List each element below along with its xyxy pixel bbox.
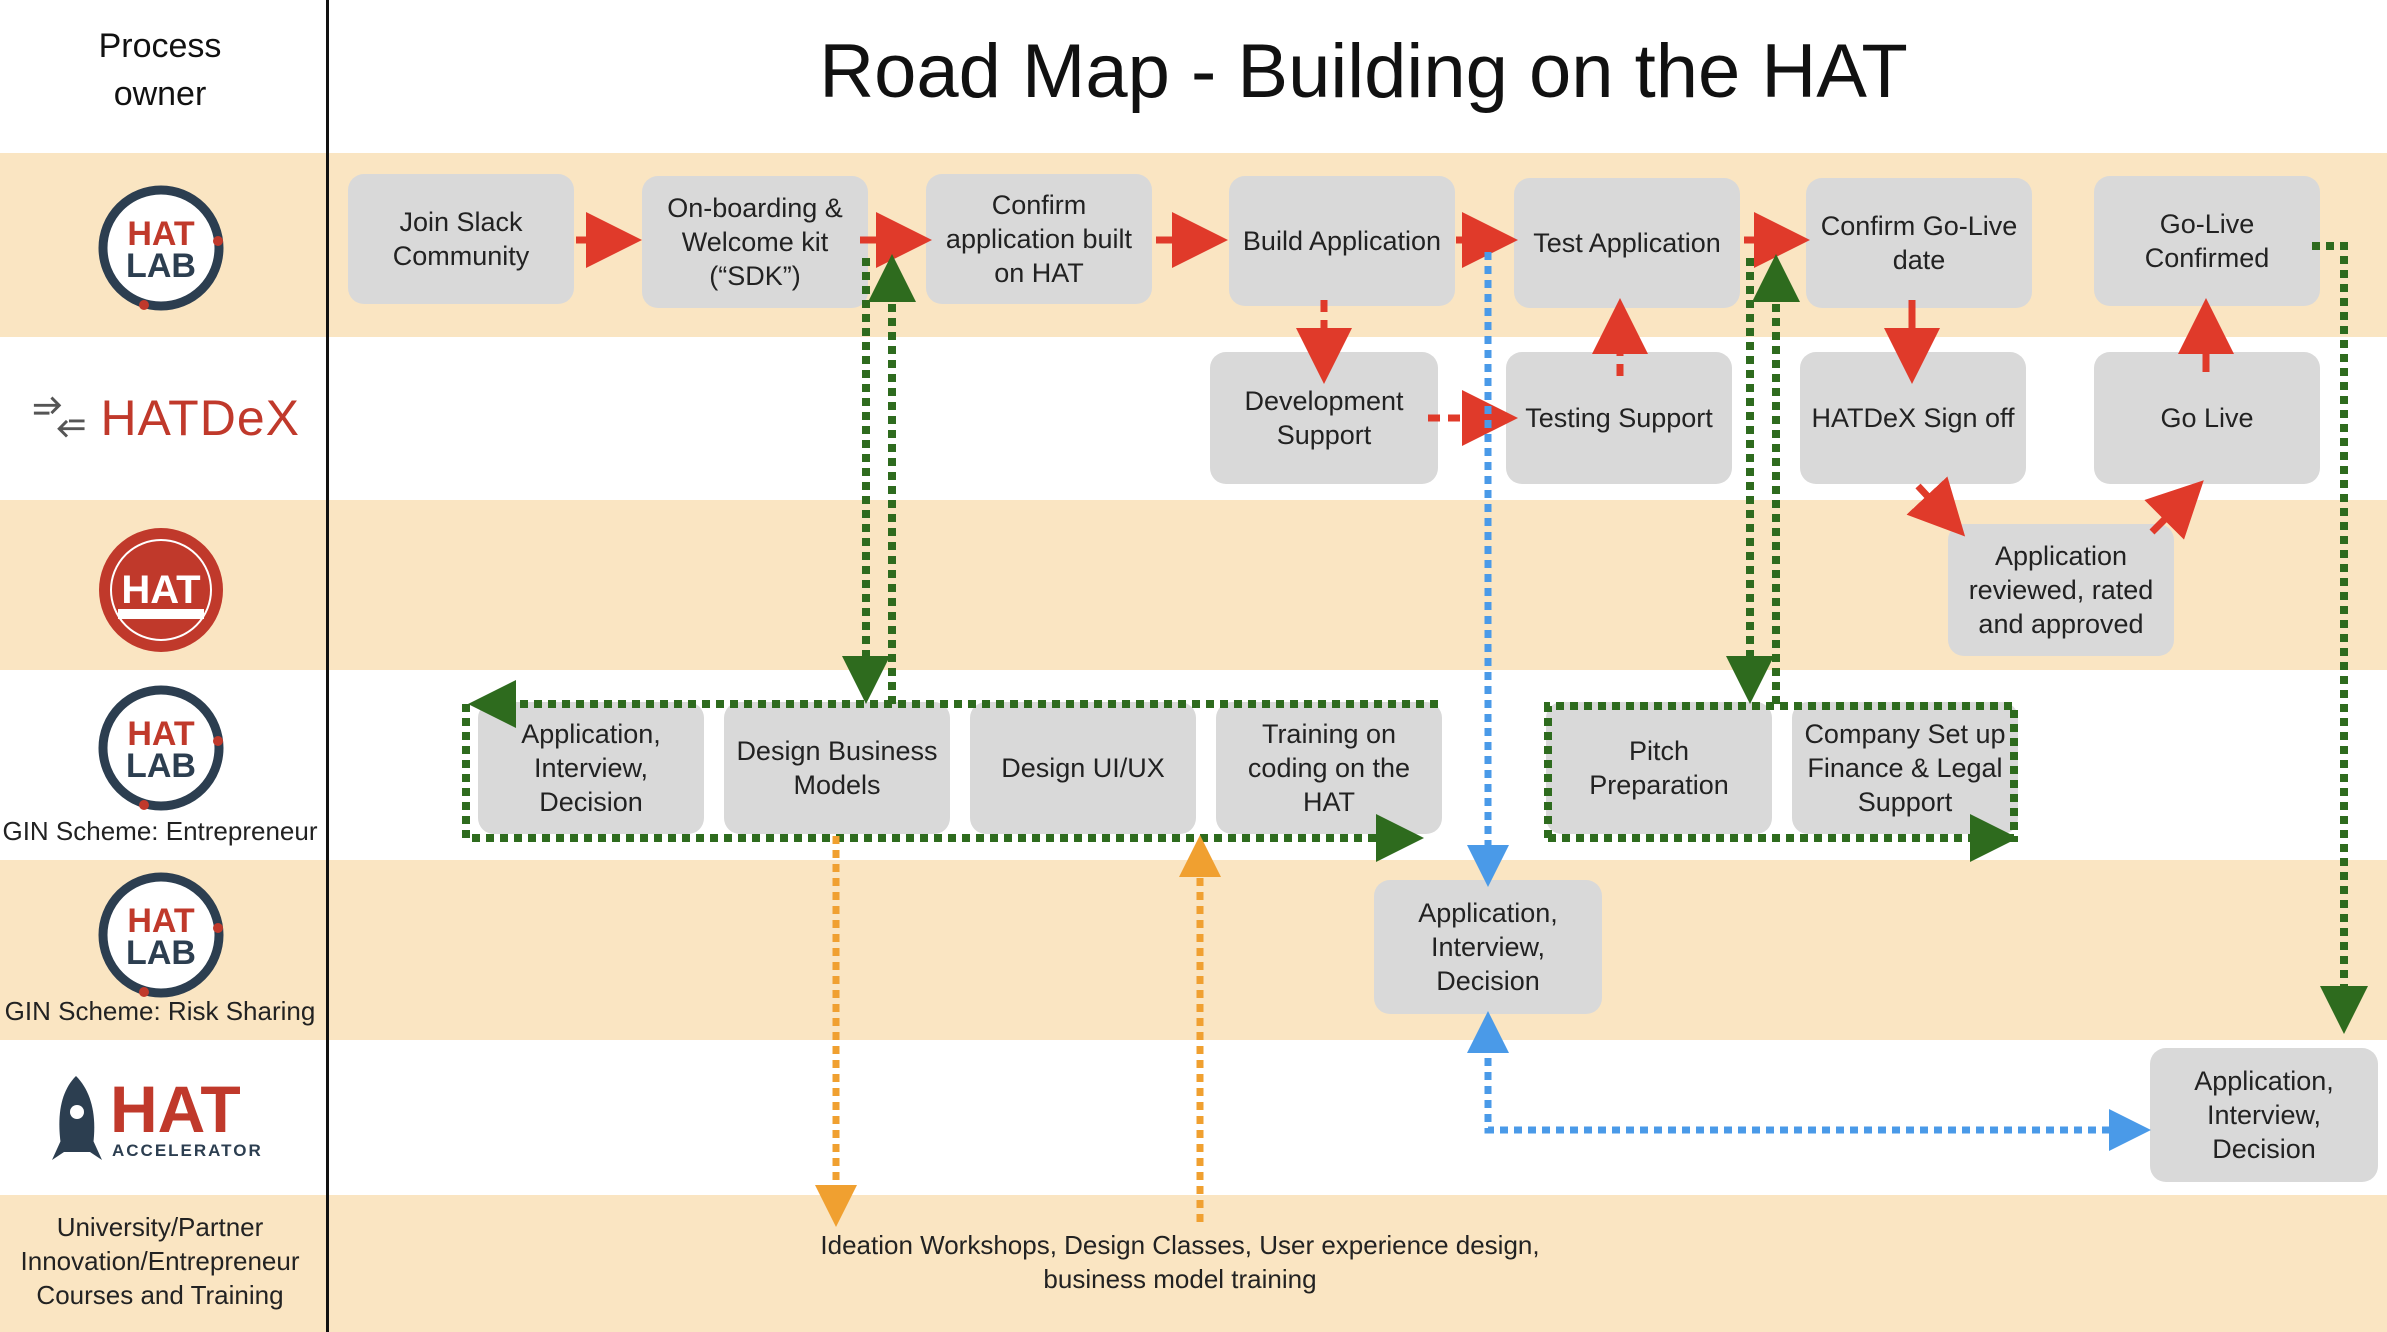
svg-text:HAT: HAT (127, 215, 195, 253)
exchange-icon (33, 396, 85, 438)
process-owner-header: Process owner (98, 27, 222, 113)
arrow-loop-bottom (462, 704, 1424, 862)
confirm-application-box: Confirm application built on HAT (926, 174, 1152, 304)
training-note: Ideation Workshops, Design Classes, User… (820, 1230, 1540, 1294)
pitch-preparation-box: Pitch Preparation (1546, 702, 1772, 834)
hat-accelerator-logo: HAT ACCELERATOR (48, 1068, 278, 1173)
hatdex-wordmark: HATDeX (100, 390, 300, 446)
build-application-box: Build Application (1229, 176, 1455, 306)
svg-text:LAB: LAB (126, 247, 196, 285)
university-label: University/Partner Innovation/Entreprene… (20, 1212, 300, 1310)
join-slack-box: Join Slack Community (348, 174, 574, 304)
svg-text:HAT: HAT (127, 902, 195, 940)
test-application-box: Test Application (1514, 178, 1740, 308)
svg-text:HAT: HAT (127, 715, 195, 753)
row-band-university (0, 1195, 2387, 1332)
onboarding-box: On-boarding & Welcome kit (“SDK”) (642, 176, 868, 308)
design-business-box: Design Business Models (724, 702, 950, 834)
arrow-risk-to-accelerator (1484, 1030, 2151, 1151)
gin-risk-logo: HAT LAB (96, 870, 226, 1005)
svg-text:HAT: HAT (110, 1072, 241, 1146)
hatlab-logo: HAT LAB (96, 183, 226, 318)
application-reviewed-box: Application reviewed, rated and approved (1948, 524, 2174, 656)
arrow-signoff-reviewed (1906, 476, 1966, 537)
page-title: Road Map - Building on the HAT (819, 29, 1908, 114)
owner-divider (326, 0, 329, 1332)
arrow-reviewed-golive (2144, 480, 2204, 540)
arrow-golive-to-accelerator (2312, 242, 2368, 1034)
gin-risk-label: GIN Scheme: Risk Sharing (4, 996, 316, 1026)
community-foundation-logo: HAT (96, 525, 226, 660)
go-live-box: Go Live (2094, 352, 2320, 484)
gin-entrepreneur-logo: HAT LAB (96, 683, 226, 818)
hatdex-logo: HATDeX (30, 388, 300, 448)
svg-text:ACCELERATOR: ACCELERATOR (112, 1141, 263, 1160)
company-setup-box: Company Set up Finance & Legal Support (1792, 702, 2018, 834)
design-ui-box: Design UI/UX (970, 702, 1196, 834)
training-coding-box: Training on coding on the HAT (1216, 702, 1442, 834)
risk-application-box: Application, Interview, Decision (1374, 880, 1602, 1014)
svg-text:LAB: LAB (126, 934, 196, 972)
arrow-pitch-loop (1544, 702, 2018, 842)
confirm-golive-box: Confirm Go-Live date (1806, 178, 2032, 308)
golive-confirmed-box: Go-Live Confirmed (2094, 176, 2320, 306)
accelerator-application-box: Application, Interview, Decision (2150, 1048, 2378, 1182)
svg-text:LAB: LAB (126, 747, 196, 785)
row-band-gin-risk (0, 860, 2387, 1040)
svg-text:HAT: HAT (121, 568, 200, 612)
gin-entrepreneur-label: GIN Scheme: Entrepreneur (2, 816, 318, 846)
